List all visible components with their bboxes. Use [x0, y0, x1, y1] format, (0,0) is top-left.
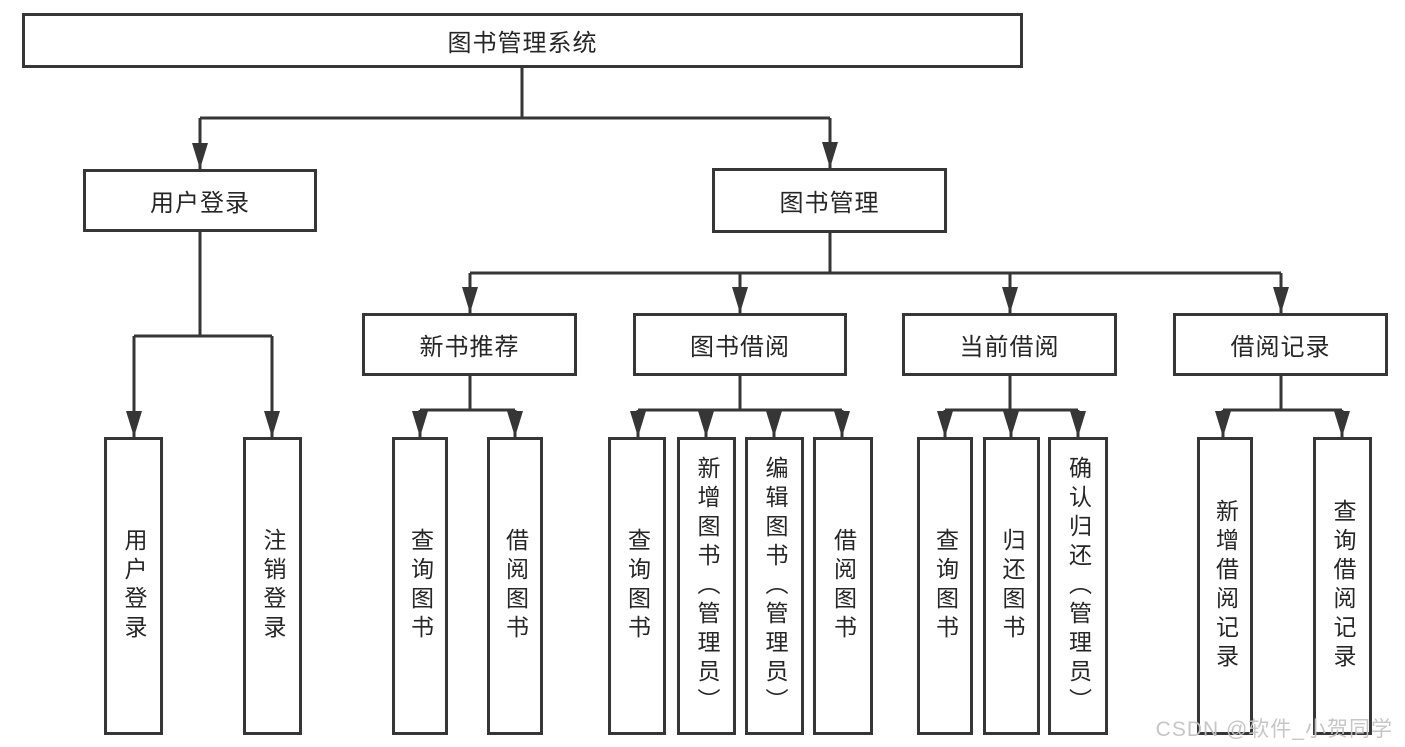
leaf-confirm-return-admin-label: 确认归还（管理员） [1065, 455, 1092, 717]
node-current-borrowing: 当前借阅 [902, 313, 1117, 376]
leaf-return-books: 归还图书 [983, 437, 1040, 735]
watermark: CSDN @软件_小贺同学 [1155, 718, 1393, 741]
leaf-user-login: 用户登录 [104, 437, 163, 735]
leaf-query-books-current-label: 查询图书 [932, 528, 959, 644]
node-user-login-label: 用户登录 [150, 190, 250, 217]
leaf-query-borrow-record: 查询借阅记录 [1313, 437, 1372, 735]
node-book-borrowing-label: 图书借阅 [690, 334, 790, 361]
node-user-login: 用户登录 [83, 169, 317, 232]
leaf-confirm-return-admin: 确认归还（管理员） [1048, 437, 1108, 735]
leaf-query-borrow-record-label: 查询借阅记录 [1330, 499, 1356, 673]
leaf-borrow-books-recommend-label: 借阅图书 [502, 528, 529, 644]
node-new-book-recommend: 新书推荐 [362, 313, 577, 376]
leaf-logout-login: 注销登录 [243, 437, 302, 735]
connector-arrows [126, 118, 1350, 437]
leaf-edit-book-admin-label: 编辑图书（管理员） [762, 455, 788, 717]
leaf-user-login-label: 用户登录 [121, 528, 147, 644]
leaf-add-book-admin-label: 新增图书（管理员） [694, 455, 720, 717]
node-new-book-recommend-label: 新书推荐 [419, 334, 520, 361]
leaf-add-borrow-record-label: 新增借阅记录 [1212, 499, 1239, 673]
leaf-logout-login-label: 注销登录 [260, 528, 286, 644]
node-book-management-label: 图书管理 [779, 190, 880, 217]
leaf-add-borrow-record: 新增借阅记录 [1197, 437, 1253, 735]
leaf-query-books-current: 查询图书 [917, 437, 973, 735]
node-current-borrowing-label: 当前借阅 [959, 334, 1060, 361]
node-root-label: 图书管理系统 [447, 30, 598, 57]
leaf-query-books-borrowing: 查询图书 [608, 437, 666, 735]
leaf-query-books-borrowing-label: 查询图书 [624, 528, 651, 644]
leaf-query-books-recommend: 查询图书 [392, 437, 448, 735]
leaf-return-books-label: 归还图书 [999, 528, 1025, 644]
node-book-borrowing: 图书借阅 [633, 313, 847, 376]
node-root: 图书管理系统 [22, 13, 1023, 68]
leaf-query-books-recommend-label: 查询图书 [407, 528, 434, 644]
leaf-borrow-books-borrowing-label: 借阅图书 [830, 528, 857, 644]
leaf-borrow-books-borrowing: 借阅图书 [813, 437, 873, 735]
node-borrowing-records-label: 借阅记录 [1230, 334, 1331, 361]
connector-elbows [134, 68, 1342, 412]
leaf-add-book-admin: 新增图书（管理员） [677, 437, 736, 735]
leaf-borrow-books-recommend: 借阅图书 [487, 437, 543, 735]
leaf-edit-book-admin: 编辑图书（管理员） [745, 437, 804, 735]
node-book-management: 图书管理 [712, 168, 947, 233]
node-borrowing-records: 借阅记录 [1173, 313, 1388, 376]
